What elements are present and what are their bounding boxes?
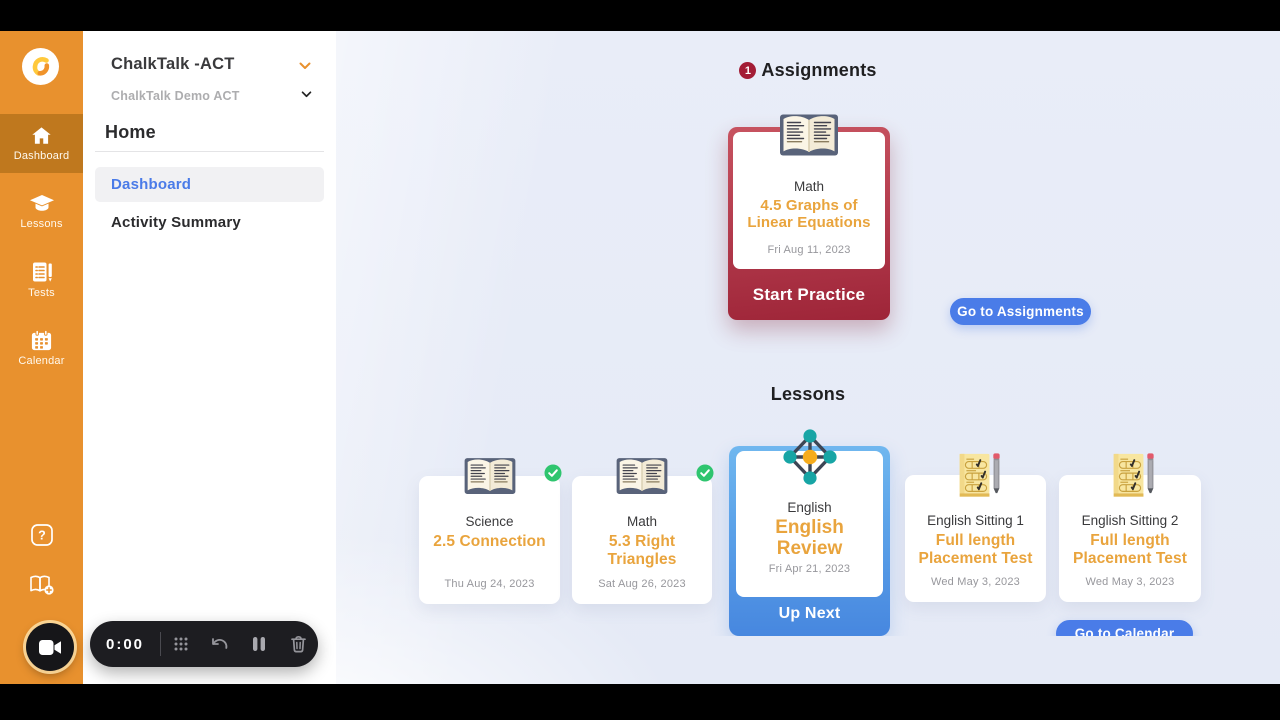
record-video-button[interactable]	[26, 623, 74, 671]
test-list-icon	[32, 262, 52, 282]
assignments-header: 1 Assignments	[336, 60, 1280, 81]
test-sheet-icon	[1112, 452, 1155, 498]
assignments-title: Assignments	[761, 60, 877, 80]
calendar-icon	[31, 329, 52, 350]
rail-item-lessons[interactable]: Lessons	[0, 182, 83, 241]
home-icon	[32, 127, 51, 144]
lessons-title: Lessons	[770, 384, 846, 404]
lesson-name: English Review	[775, 517, 844, 559]
start-practice-button[interactable]: Start Practice	[752, 285, 866, 304]
rail-item-label: Lessons	[20, 218, 63, 230]
lesson-date: Thu Aug 24, 2023	[444, 578, 535, 590]
rail-item-calendar[interactable]: Calendar	[0, 318, 83, 377]
lessons-strip: Science 2.5 Connection Thu Aug 24, 2023 …	[336, 421, 1280, 636]
lesson-name: 5.3 Right Triangles	[607, 533, 677, 568]
rail-nav: Dashboard Lessons	[0, 114, 83, 386]
letterbox-bottom	[0, 684, 1280, 720]
lesson-card-body: English English Review Fri Apr 21, 2023	[736, 429, 883, 597]
icon-rail: Dashboard Lessons	[0, 31, 83, 684]
video-camera-icon	[39, 639, 61, 655]
test-sheet-icon	[958, 452, 1001, 498]
pause-icon[interactable]	[240, 636, 279, 652]
lesson-card-english-sitting-2[interactable]: English Sitting 2 Full length Placement …	[1059, 452, 1201, 602]
assignment-card[interactable]: Fri Aug 11, 2023 Math 4.5 Graphs of Line…	[728, 113, 890, 320]
graduation-cap-icon	[29, 195, 54, 211]
menu-item-dashboard[interactable]: Dashboard	[95, 167, 324, 202]
lesson-card-english-up-next[interactable]: English English Review Fri Apr 21, 2023 …	[729, 429, 890, 636]
go-to-assignments-button[interactable]: Go to Assignments	[950, 298, 1091, 325]
lesson-subject: English Sitting 2	[1081, 513, 1179, 528]
app-window: Dashboard Lessons	[0, 31, 1280, 684]
lesson-subject: English Sitting 1	[927, 513, 1024, 528]
drag-dots-icon[interactable]	[161, 635, 200, 653]
rail-item-dashboard[interactable]: Dashboard	[0, 114, 83, 173]
recorder-time: 0:00	[105, 635, 145, 653]
book-add-icon[interactable]	[29, 574, 56, 596]
rail-item-label: Calendar	[18, 354, 65, 367]
lesson-date: Sat Aug 26, 2023	[598, 578, 686, 590]
menu-item-activity-summary[interactable]: Activity Summary	[111, 214, 241, 231]
chevron-down-icon[interactable]	[301, 91, 312, 98]
assignments-count-badge: 1	[739, 62, 757, 79]
lesson-subject: English	[787, 500, 832, 515]
lesson-card-english-sitting-1[interactable]: English Sitting 1 Full length Placement …	[905, 452, 1046, 602]
help-icon[interactable]: ?	[31, 524, 53, 546]
org-title[interactable]: ChalkTalk -ACT	[111, 55, 235, 73]
assignment-name: 4.5 Graphs of Linear Equations	[747, 197, 871, 231]
lesson-card-math[interactable]: Math 5.3 Right Triangles Sat Aug 26, 202…	[572, 457, 714, 604]
lesson-name: 2.5 Connection	[433, 533, 546, 550]
network-icon	[781, 429, 838, 485]
chalktalk-logo[interactable]	[22, 48, 59, 85]
assignment-card-body: Fri Aug 11, 2023 Math 4.5 Graphs of Line…	[733, 113, 885, 269]
lesson-date: Wed May 3, 2023	[1085, 576, 1175, 588]
lesson-name: Full length Placement Test	[918, 532, 1033, 567]
assignment-date: Fri Aug 11, 2023	[767, 244, 851, 256]
undo-icon[interactable]	[200, 635, 239, 653]
open-book-icon	[615, 457, 669, 495]
lesson-date: Wed May 3, 2023	[930, 576, 1020, 588]
lesson-subject: Science	[465, 514, 514, 529]
svg-text:?: ?	[38, 529, 46, 543]
lesson-card-science[interactable]: Science 2.5 Connection Thu Aug 24, 2023	[419, 457, 562, 604]
assignment-subject: Math	[793, 179, 824, 194]
divider	[160, 632, 161, 656]
trash-icon[interactable]	[279, 635, 318, 653]
rail-item-tests[interactable]: Tests	[0, 250, 83, 309]
completed-check-icon	[544, 464, 562, 482]
org-subtitle[interactable]: ChalkTalk Demo ACT	[111, 89, 240, 103]
rail-item-label: Tests	[28, 287, 55, 299]
chevron-down-icon[interactable]	[299, 62, 311, 70]
menu-sidebar: ChalkTalk -ACT ChalkTalk Demo ACT Home D…	[83, 31, 336, 684]
rail-item-label: Dashboard	[13, 150, 70, 162]
open-book-icon	[463, 457, 516, 495]
main-content: 1 Assignments Fri Aug 11, 2023 Math 4.5 …	[336, 31, 1280, 684]
chalktalk-logo-icon	[32, 57, 50, 76]
go-to-calendar-button[interactable]: Go to Calendar	[1056, 620, 1193, 636]
lesson-subject: Math	[626, 514, 657, 529]
lesson-date: Fri Apr 21, 2023	[768, 563, 851, 575]
up-next-label: Up Next	[778, 605, 841, 622]
letterbox-top	[0, 0, 1280, 31]
open-book-icon	[779, 113, 839, 157]
divider	[95, 151, 324, 152]
completed-check-icon	[696, 464, 714, 482]
section-title-home: Home	[105, 122, 156, 142]
lesson-name: Full length Placement Test	[1073, 532, 1187, 567]
recorder-toolbar[interactable]: 0:00	[90, 621, 318, 667]
